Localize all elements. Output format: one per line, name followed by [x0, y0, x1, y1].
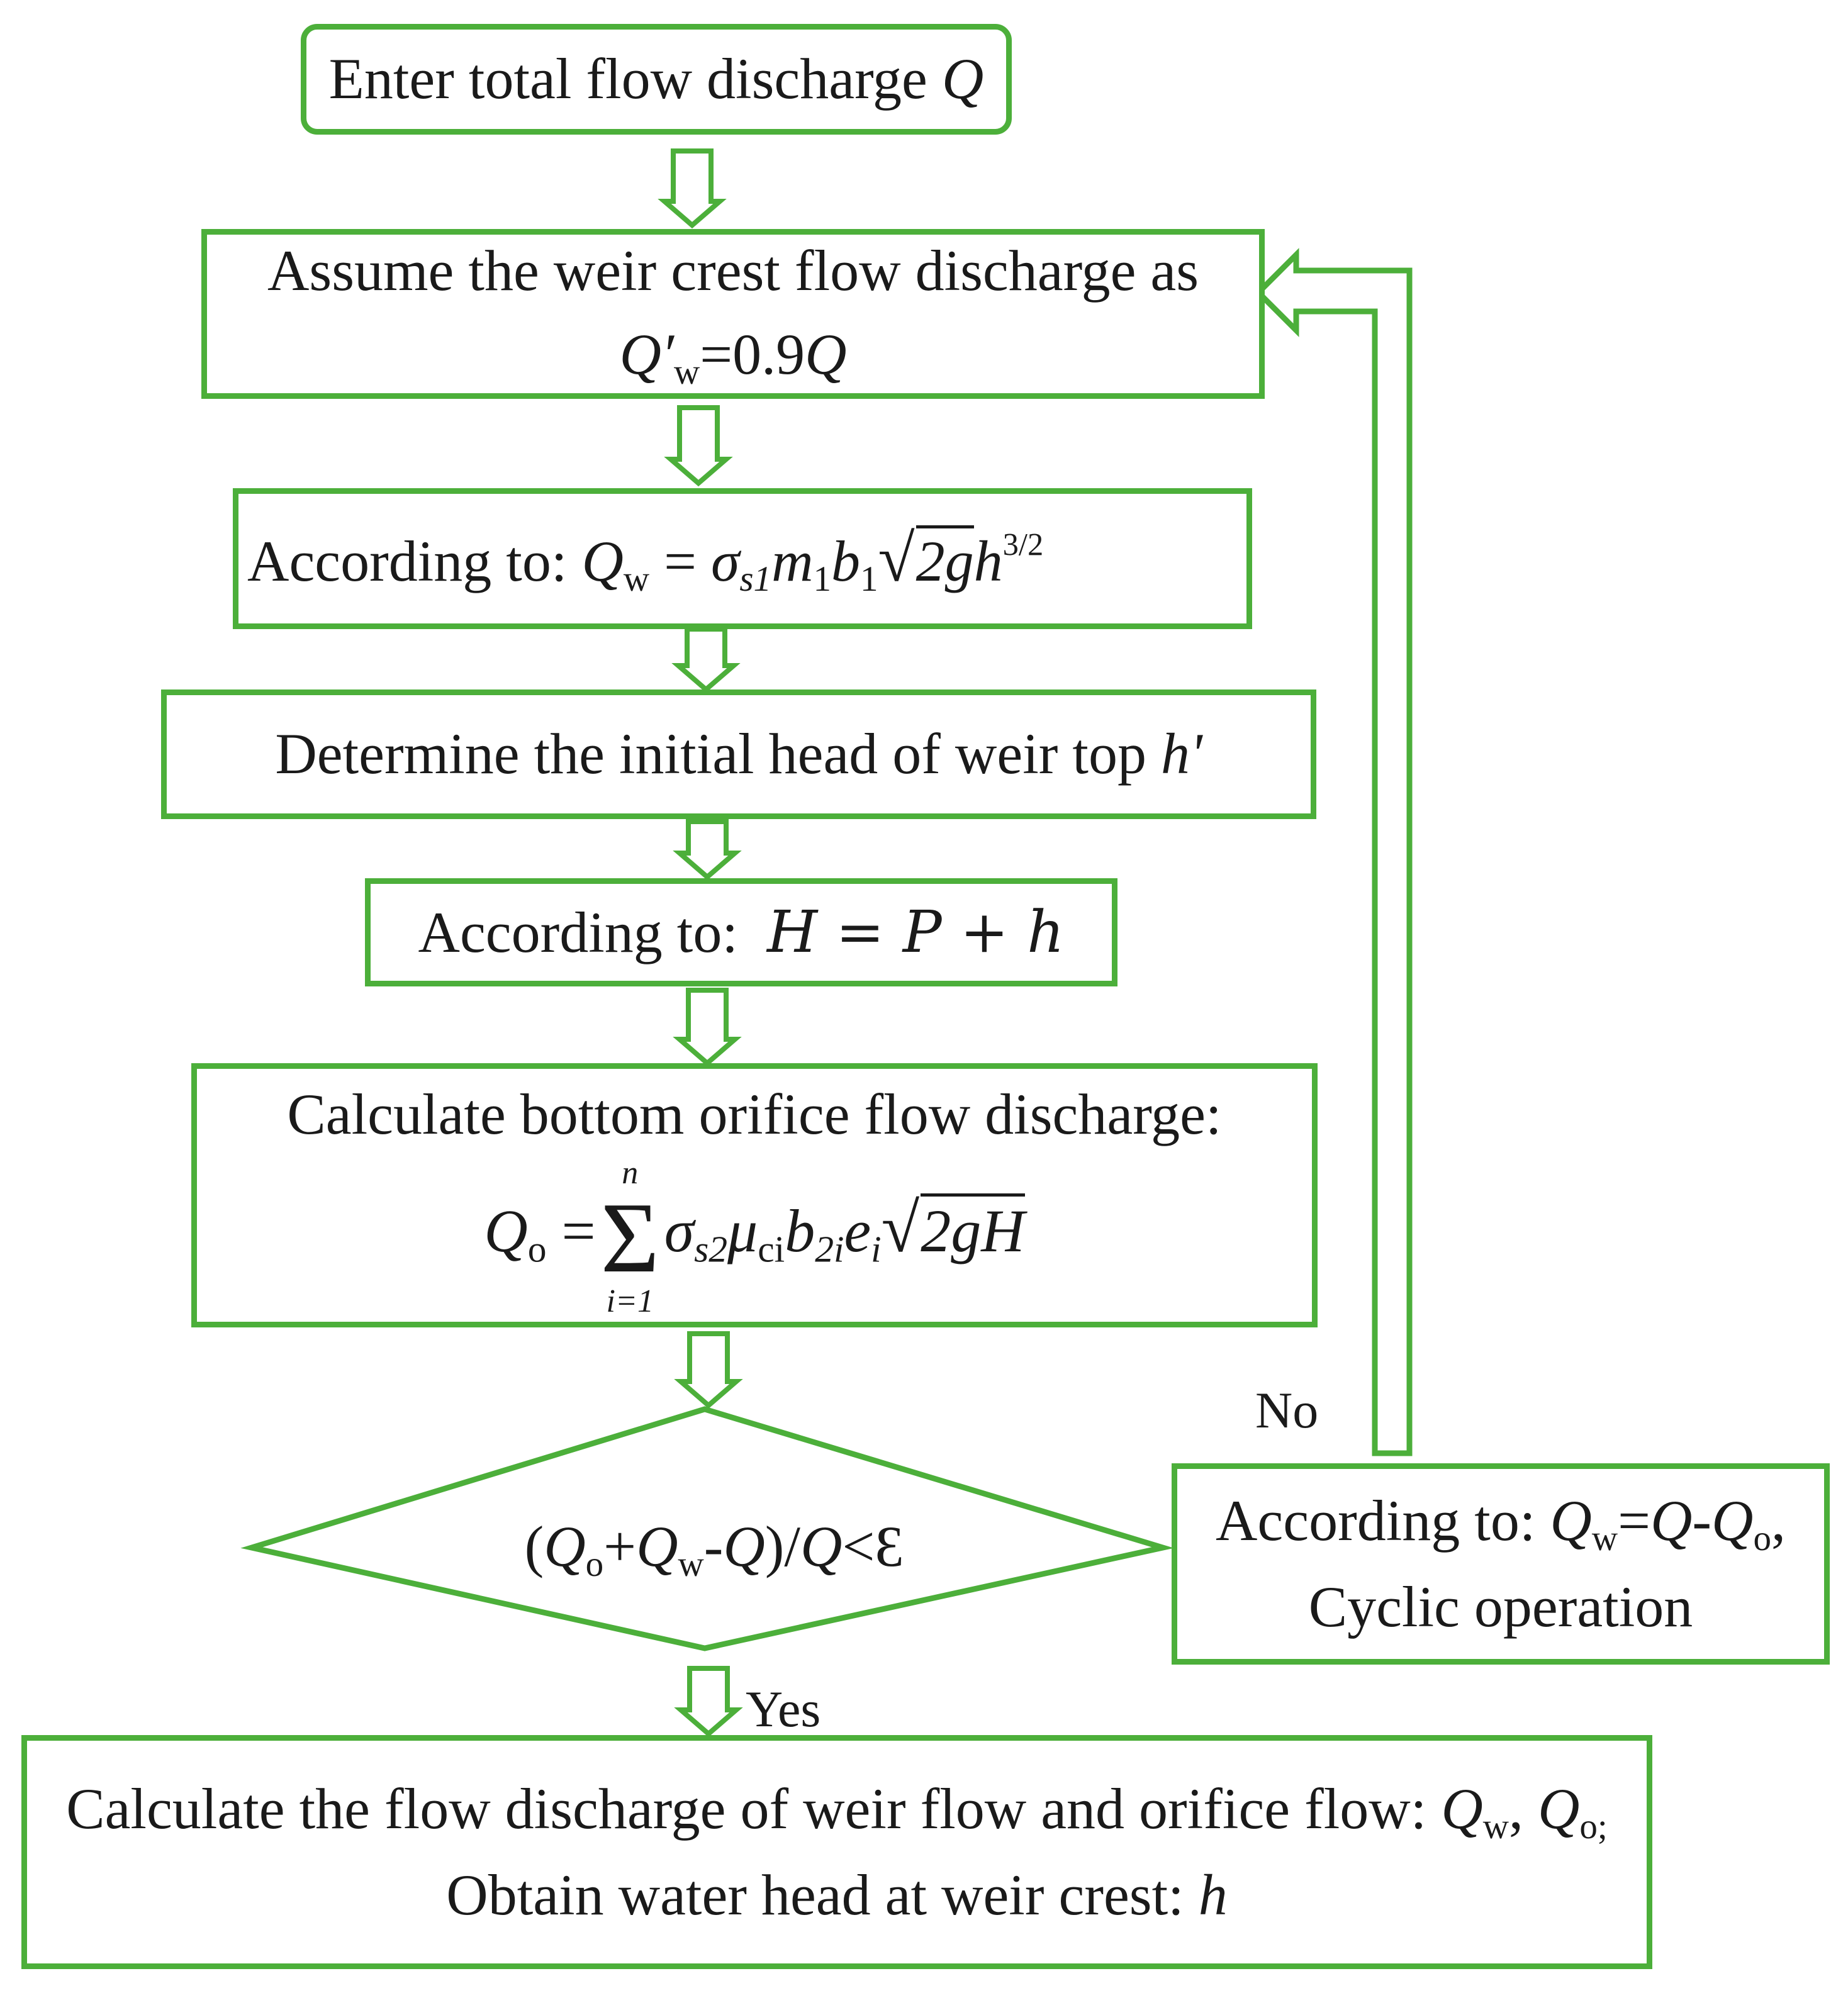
loop-back-arrow-shape [1254, 248, 1413, 1456]
result-line1: Calculate the flow discharge of weir flo… [66, 1776, 1608, 1846]
cyclic-line1: According to: Qw=Q-Qo, [1215, 1488, 1786, 1558]
start-box: Enter total flow discharge Q [301, 24, 1012, 135]
arrow-weir-to-head [671, 627, 741, 693]
initial-head-box: Determine the initial head of weir top h… [161, 689, 1316, 819]
arrow-head-to-total [673, 819, 742, 881]
initial-head-text: Determine the initial head of weir top h… [275, 722, 1202, 786]
arrow-assume-to-weir [664, 405, 733, 487]
assume-line1: Assume the weir crest flow discharge as [267, 238, 1199, 303]
total-head-text: According to: H = P + h [418, 898, 1065, 966]
decision-diamond [240, 1406, 1174, 1651]
result-line2: Obtain water head at weir crest: h [446, 1862, 1228, 1927]
cyclic-box: According to: Qw=Q-Qo, Cyclic operation [1172, 1463, 1830, 1665]
assume-box: Assume the weir crest flow discharge as … [201, 229, 1265, 399]
decision-text: (Qo+Qw-Q)/Q<Ɛ [524, 1514, 904, 1584]
orifice-box: Calculate bottom orifice flow discharge:… [191, 1063, 1318, 1327]
cyclic-line2: Cyclic operation [1308, 1574, 1693, 1639]
weir-formula-box: According to: Qw = σs1m1b1√2gh3/2 [233, 488, 1252, 629]
arrow-orifice-to-decision [674, 1331, 743, 1409]
arrow-start-to-assume [658, 148, 727, 229]
total-head-box: According to: H = P + h [365, 878, 1117, 986]
orifice-line1: Calculate bottom orifice flow discharge: [287, 1082, 1222, 1147]
arrow-decision-to-result [674, 1666, 743, 1738]
no-label: No [1255, 1382, 1319, 1439]
weir-formula: According to: Qw = σs1m1b1√2gh3/2 [247, 522, 1044, 600]
arrow-total-to-orifice [673, 988, 742, 1067]
start-text: Enter total flow discharge Q [328, 47, 984, 111]
assume-formula: Q′w=0.9Q [619, 322, 847, 393]
result-box: Calculate the flow discharge of weir flo… [21, 1735, 1652, 1969]
yes-label: Yes [746, 1680, 821, 1738]
